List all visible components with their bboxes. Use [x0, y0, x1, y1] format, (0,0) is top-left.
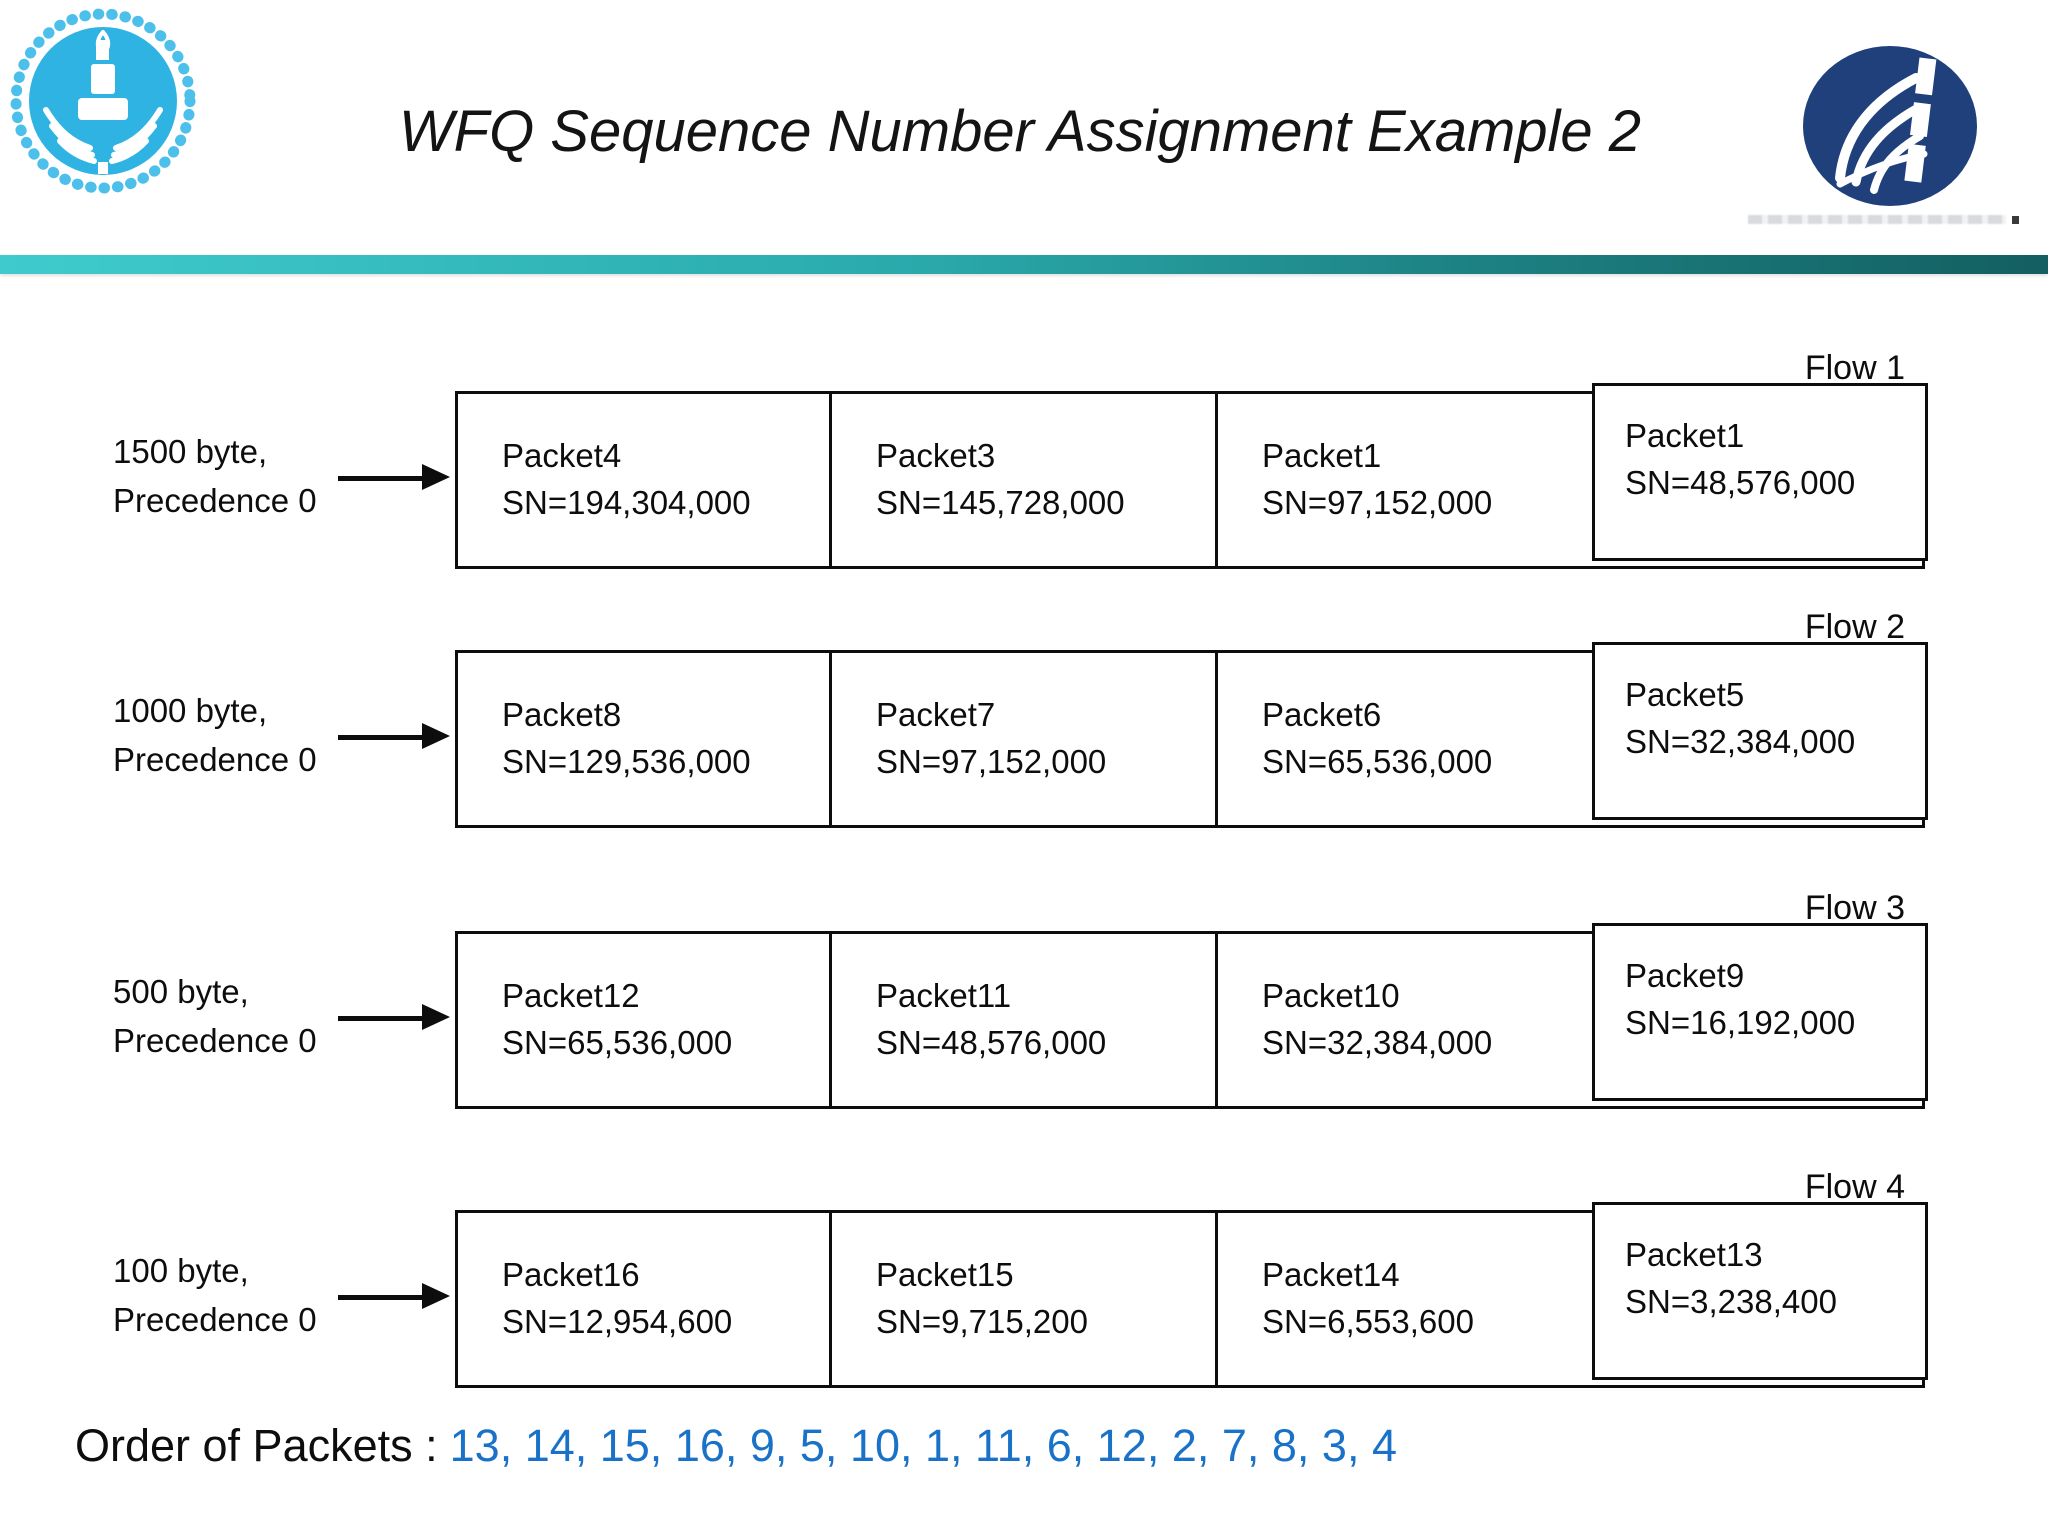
- flow-label: Flow 2: [1804, 608, 1905, 646]
- packet-name: Packet14: [1262, 1256, 1400, 1293]
- packet-name: Packet6: [1262, 696, 1382, 733]
- packet-name: Packet1: [1625, 417, 1745, 454]
- packet-name: Packet7: [876, 696, 996, 733]
- packet-cell: Packet6 SN=65,536,000: [1218, 653, 1922, 825]
- flow-label: Flow 4: [1804, 1168, 1905, 1206]
- caption-dot: [2012, 216, 2019, 224]
- packet-sn: SN=145,728,000: [876, 484, 1125, 521]
- source-size: 1500 byte,: [113, 433, 268, 470]
- packet-cell: Packet4 SN=194,304,000: [458, 394, 832, 566]
- packet-sn: SN=3,238,400: [1625, 1283, 1837, 1320]
- packet-cell: Packet7 SN=97,152,000: [832, 653, 1218, 825]
- packet-sn: SN=32,384,000: [1262, 1024, 1493, 1061]
- packet-cell: Packet11 SN=48,576,000: [832, 934, 1218, 1106]
- university-logo-icon: [10, 8, 196, 194]
- organization-logo-icon: [1803, 46, 1977, 206]
- packet-name: Packet13: [1625, 1236, 1763, 1273]
- flow-source-label: 1000 byte, Precedence 0: [113, 686, 413, 784]
- accent-divider-bar: [0, 255, 2048, 274]
- packet-name: Packet12: [502, 977, 640, 1014]
- packet-name: Packet8: [502, 696, 622, 733]
- order-label: Order of Packets :: [75, 1420, 438, 1471]
- packet-name: Packet5: [1625, 676, 1745, 713]
- organization-caption-smudge: [1748, 215, 2006, 224]
- packet-cell: Packet16 SN=12,954,600: [458, 1213, 832, 1385]
- packet-cell-head: Packet9 SN=16,192,000: [1592, 923, 1928, 1101]
- packet-sn: SN=97,152,000: [1262, 484, 1493, 521]
- source-precedence: Precedence 0: [113, 741, 317, 778]
- source-size: 1000 byte,: [113, 692, 268, 729]
- order-values: 13, 14, 15, 16, 9, 5, 10, 1, 11, 6, 12, …: [449, 1420, 1397, 1471]
- packet-sn: SN=97,152,000: [876, 743, 1107, 780]
- source-precedence: Precedence 0: [113, 1301, 317, 1338]
- packet-name: Packet3: [876, 437, 996, 474]
- packet-cell-head: Packet13 SN=3,238,400: [1592, 1202, 1928, 1380]
- flow-label: Flow 3: [1804, 889, 1905, 927]
- packet-sn: SN=65,536,000: [502, 1024, 733, 1061]
- packet-name: Packet10: [1262, 977, 1400, 1014]
- packet-name: Packet1: [1262, 437, 1382, 474]
- packet-sn: SN=9,715,200: [876, 1303, 1088, 1340]
- flow-label: Flow 1: [1804, 349, 1905, 387]
- packet-sn: SN=129,536,000: [502, 743, 751, 780]
- packet-sn: SN=32,384,000: [1625, 723, 1856, 760]
- packet-sn: SN=194,304,000: [502, 484, 751, 521]
- packet-cell: Packet14 SN=6,553,600: [1218, 1213, 1922, 1385]
- source-size: 100 byte,: [113, 1252, 249, 1289]
- packet-cell: Packet3 SN=145,728,000: [832, 394, 1218, 566]
- order-of-packets-line: Order of Packets :13, 14, 15, 16, 9, 5, …: [75, 1420, 1397, 1472]
- packet-sn: SN=65,536,000: [1262, 743, 1493, 780]
- packet-name: Packet9: [1625, 957, 1745, 994]
- flow-source-label: 1500 byte, Precedence 0: [113, 427, 413, 525]
- packet-cell: Packet12 SN=65,536,000: [458, 934, 832, 1106]
- source-precedence: Precedence 0: [113, 1022, 317, 1059]
- packet-cell: Packet10 SN=32,384,000: [1218, 934, 1922, 1106]
- packet-sn: SN=6,553,600: [1262, 1303, 1474, 1340]
- flow-source-label: 100 byte, Precedence 0: [113, 1246, 413, 1344]
- packet-sn: SN=48,576,000: [876, 1024, 1107, 1061]
- packet-name: Packet16: [502, 1256, 640, 1293]
- flow-source-label: 500 byte, Precedence 0: [113, 967, 413, 1065]
- packet-name: Packet4: [502, 437, 622, 474]
- packet-sn: SN=48,576,000: [1625, 464, 1856, 501]
- packet-name: Packet15: [876, 1256, 1014, 1293]
- packet-sn: SN=16,192,000: [1625, 1004, 1856, 1041]
- packet-cell-head: Packet5 SN=32,384,000: [1592, 642, 1928, 820]
- packet-cell: Packet1 SN=97,152,000: [1218, 394, 1922, 566]
- slide-title: WFQ Sequence Number Assignment Example 2: [398, 99, 1642, 164]
- packet-cell-head: Packet1 SN=48,576,000: [1592, 383, 1928, 561]
- source-precedence: Precedence 0: [113, 482, 317, 519]
- packet-sn: SN=12,954,600: [502, 1303, 733, 1340]
- packet-name: Packet11: [876, 977, 1012, 1014]
- packet-cell: Packet8 SN=129,536,000: [458, 653, 832, 825]
- packet-cell: Packet15 SN=9,715,200: [832, 1213, 1218, 1385]
- source-size: 500 byte,: [113, 973, 249, 1010]
